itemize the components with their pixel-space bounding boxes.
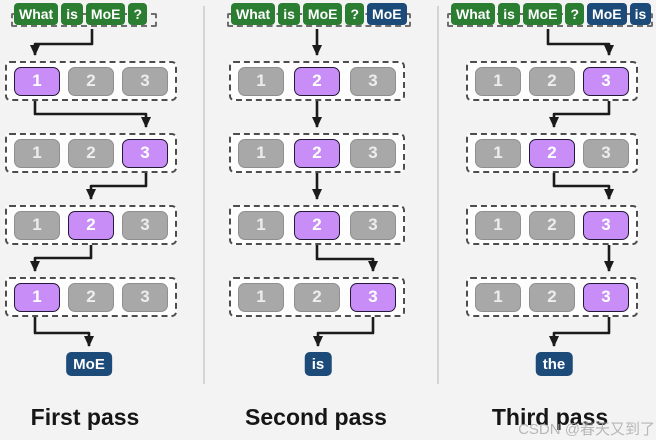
expert-box-1: 1	[238, 282, 284, 312]
moe-layer-row: 1 2 3	[229, 277, 405, 317]
expert-box-2: 2	[68, 282, 114, 312]
expert-box-2: 2	[294, 66, 340, 96]
prompt-tokens-row: What is MoE ?	[14, 3, 148, 25]
expert-box-1: 1	[475, 138, 521, 168]
prompt-token: MoE	[302, 3, 343, 25]
watermark: CSDN @春天又到了	[518, 421, 655, 438]
expert-box-2: 2	[294, 138, 340, 168]
expert-box-1: 1	[475, 282, 521, 312]
expert-box-1: 1	[238, 138, 284, 168]
pass-label: First pass	[30, 404, 140, 430]
prompt-token: is	[498, 3, 520, 25]
prompt-tokens-row: What is MoE ? MoE	[231, 3, 407, 25]
prompt-token: MoE	[522, 3, 563, 25]
expert-box-1: 1	[475, 210, 521, 240]
moe-layer-row: 1 2 3	[5, 133, 177, 173]
expert-box-3: 3	[350, 210, 396, 240]
expert-box-2: 2	[294, 282, 340, 312]
expert-box-1: 1	[14, 282, 60, 312]
moe-layer-row: 1 2 3	[466, 277, 638, 317]
moe-layer-row: 1 2 3	[5, 61, 177, 101]
expert-box-1: 1	[238, 210, 284, 240]
expert-box-3: 3	[583, 210, 629, 240]
output-token: the	[535, 352, 573, 376]
prompt-token: is	[61, 3, 83, 25]
moe-layer-row: 1 2 3	[5, 277, 177, 317]
moe-layer-row: 1 2 3	[229, 133, 405, 173]
expert-box-3: 3	[122, 66, 168, 96]
moe-layer-row: 1 2 3	[466, 205, 638, 245]
output-token: is	[304, 352, 332, 376]
pass-label: Third pass	[491, 404, 609, 430]
expert-box-1: 1	[14, 66, 60, 96]
moe-layer-row: 1 2 3	[466, 61, 638, 101]
pass-label: Second pass	[245, 404, 387, 430]
moe-layer-row: 1 2 3	[5, 205, 177, 245]
expert-box-2: 2	[529, 66, 575, 96]
output-token: MoE	[66, 352, 112, 376]
prompt-token: ?	[128, 3, 148, 25]
expert-box-2: 2	[529, 138, 575, 168]
prompt-token: ?	[345, 3, 365, 25]
column-divider	[437, 6, 439, 384]
expert-box-1: 1	[14, 210, 60, 240]
expert-box-2: 2	[529, 282, 575, 312]
expert-box-3: 3	[583, 138, 629, 168]
moe-layer-row: 1 2 3	[466, 133, 638, 173]
expert-box-3: 3	[583, 66, 629, 96]
generated-token: is	[629, 3, 652, 25]
prompt-tokens-row: What is MoE ? MoE is	[451, 3, 652, 25]
expert-box-2: 2	[529, 210, 575, 240]
expert-box-2: 2	[68, 210, 114, 240]
prompt-token: ?	[565, 3, 585, 25]
expert-box-1: 1	[475, 66, 521, 96]
expert-box-3: 3	[350, 282, 396, 312]
generated-token: MoE	[367, 3, 407, 25]
expert-box-3: 3	[122, 138, 168, 168]
expert-box-1: 1	[238, 66, 284, 96]
moe-layer-row: 1 2 3	[229, 61, 405, 101]
moe-layer-row: 1 2 3	[229, 205, 405, 245]
expert-box-2: 2	[294, 210, 340, 240]
expert-box-3: 3	[122, 210, 168, 240]
expert-box-3: 3	[350, 138, 396, 168]
prompt-dashed-frame	[11, 13, 157, 27]
expert-box-2: 2	[68, 138, 114, 168]
prompt-token: What	[231, 3, 276, 25]
prompt-token: MoE	[85, 3, 126, 25]
expert-box-3: 3	[122, 282, 168, 312]
expert-box-3: 3	[350, 66, 396, 96]
column-divider	[203, 6, 205, 384]
expert-box-2: 2	[68, 66, 114, 96]
prompt-token: What	[451, 3, 496, 25]
prompt-token: is	[278, 3, 300, 25]
prompt-token: What	[14, 3, 59, 25]
expert-box-1: 1	[14, 138, 60, 168]
generated-token: MoE	[587, 3, 627, 25]
expert-box-3: 3	[583, 282, 629, 312]
